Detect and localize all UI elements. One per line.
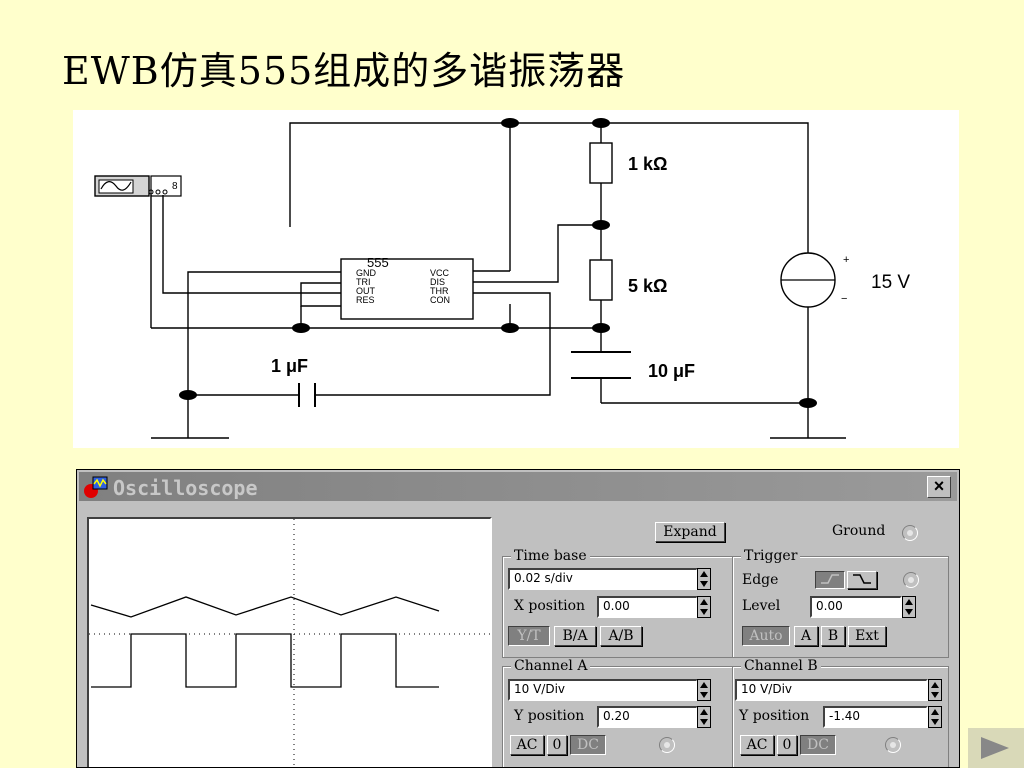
- pin-out: OUT: [356, 286, 376, 296]
- falling-edge-icon[interactable]: [847, 571, 877, 589]
- pin-con: CON: [430, 295, 450, 305]
- source-plus: +: [843, 254, 849, 266]
- ic-555: [340, 258, 474, 320]
- edge-label: Edge: [742, 572, 779, 588]
- pin-vcc: VCC: [430, 268, 450, 278]
- oscilloscope-titlebar[interactable]: Oscilloscope ×: [79, 472, 957, 501]
- channel-a-ypos-spinner[interactable]: [697, 706, 711, 728]
- slide-title: EWB仿真555组成的多谐振荡器: [62, 49, 626, 93]
- timebase-field[interactable]: 0.02 s/div: [508, 568, 698, 590]
- oscilloscope-window: Oscilloscope × Expand Ground Time base 0…: [76, 469, 960, 768]
- xposition-field[interactable]: 0.00: [597, 596, 698, 618]
- pin-dis: DIS: [430, 277, 445, 287]
- channel-a-zero-button[interactable]: 0: [547, 735, 567, 755]
- channel-b-ypos-label: Y position: [739, 708, 810, 724]
- pin-thr: THR: [430, 286, 449, 296]
- source-minus: −: [841, 293, 847, 305]
- schematic-svg: 555 GND TRI OUT RES VCC DIS THR CON 1 kΩ…: [94, 118, 910, 439]
- channel-b-terminal[interactable]: [885, 737, 901, 753]
- channel-b-zero-button[interactable]: 0: [777, 735, 797, 755]
- channel-b-trace: [91, 633, 439, 688]
- ground-terminal[interactable]: [902, 525, 918, 541]
- c1-label: 10 μF: [648, 361, 695, 381]
- next-arrow-icon[interactable]: [968, 728, 1024, 768]
- channel-b-ypos-field[interactable]: -1.40: [823, 706, 928, 728]
- pin-gnd: GND: [356, 268, 377, 278]
- timebase-group: Time base: [502, 548, 734, 658]
- timebase-label: Time base: [511, 548, 590, 564]
- resistor-1k: [589, 142, 613, 184]
- trigger-a-button[interactable]: A: [794, 626, 818, 646]
- channel-b-ac-button[interactable]: AC: [740, 735, 774, 755]
- channel-b-scale-spinner[interactable]: [928, 679, 942, 701]
- channel-a-trace: [90, 596, 440, 618]
- mode-yt-button[interactable]: Y/T: [508, 626, 550, 646]
- channel-b-group: Channel B: [732, 658, 949, 767]
- c2-label: 1 μF: [271, 356, 308, 376]
- channel-b-ypos-spinner[interactable]: [928, 706, 942, 728]
- channel-a-ypos-field[interactable]: 0.20: [597, 706, 698, 728]
- pin-tri: TRI: [356, 277, 371, 287]
- pin-res: RES: [356, 295, 375, 305]
- xposition-spinner[interactable]: [697, 596, 711, 618]
- oscilloscope-app-icon: [84, 476, 108, 498]
- rising-edge-icon[interactable]: [815, 571, 845, 589]
- ground-label: Ground: [832, 523, 886, 539]
- channel-a-terminal[interactable]: [659, 737, 675, 753]
- circuit-diagram: 555 GND TRI OUT RES VCC DIS THR CON 1 kΩ…: [73, 110, 959, 448]
- r1-label: 1 kΩ: [628, 154, 667, 174]
- xposition-label: X position: [514, 598, 586, 614]
- trigger-label: Trigger: [741, 548, 801, 564]
- close-icon[interactable]: ×: [927, 476, 951, 498]
- scope-display: [87, 517, 492, 767]
- level-spinner[interactable]: [902, 596, 916, 618]
- timebase-spinner[interactable]: [697, 568, 711, 590]
- trigger-group: Trigger: [732, 548, 949, 658]
- level-label: Level: [742, 598, 781, 614]
- ic-label: 555: [367, 255, 389, 270]
- trigger-ext-button[interactable]: Ext: [848, 626, 886, 646]
- channel-b-label: Channel B: [741, 658, 821, 674]
- scope-channel-mark: 8: [172, 181, 178, 192]
- channel-a-scale-spinner[interactable]: [697, 679, 711, 701]
- channel-a-ac-button[interactable]: AC: [510, 735, 544, 755]
- resistor-5k: [589, 259, 613, 301]
- channel-a-dc-button[interactable]: DC: [570, 735, 606, 755]
- channel-a-scale-field[interactable]: 10 V/Div: [508, 679, 698, 701]
- channel-b-scale-field[interactable]: 10 V/Div: [735, 679, 928, 701]
- scope-traces: [89, 519, 490, 767]
- trigger-terminal[interactable]: [903, 572, 919, 588]
- mode-ba-button[interactable]: B/A: [554, 626, 596, 646]
- channel-b-dc-button[interactable]: DC: [800, 735, 836, 755]
- source-label: 15 V: [871, 272, 910, 293]
- mode-ab-button[interactable]: A/B: [600, 626, 642, 646]
- trigger-b-button[interactable]: B: [821, 626, 845, 646]
- level-field[interactable]: 0.00: [810, 596, 902, 618]
- junction-dots: [179, 118, 817, 408]
- channel-a-ypos-label: Y position: [514, 708, 585, 724]
- r2-label: 5 kΩ: [628, 276, 667, 296]
- channel-a-label: Channel A: [511, 658, 591, 674]
- oscilloscope-title: Oscilloscope: [113, 476, 258, 500]
- trigger-auto-button[interactable]: Auto: [742, 626, 790, 646]
- expand-button[interactable]: Expand: [655, 522, 725, 542]
- channel-a-group: Channel A: [502, 658, 734, 767]
